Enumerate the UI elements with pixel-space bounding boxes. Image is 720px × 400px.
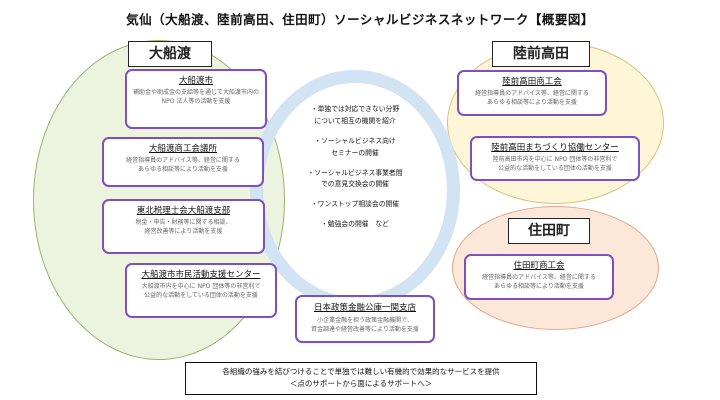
org-description-line: 経営改善等により活動を支援 — [144, 228, 223, 236]
summary-box: 各組織の強みを結びつけることで単独では難しい有機的で効果的なサービスを提供 ＜点… — [185, 362, 537, 395]
org-description: 経営指導員のアドバイス等、経営に関する あらゆる相談等により活動を支援 — [470, 273, 608, 292]
summary-line: 各組織の強みを結びつけることで単独では難しい有機的で効果的なサービスを提供 — [222, 367, 500, 376]
sumita-area-label: 住田町 — [508, 218, 590, 244]
org-card-ofunato-cci: 大船渡商工会議所 経営指導員のアドバイス等、経営に関する あらゆる相談等により活… — [102, 137, 264, 187]
org-description: 大船渡市内を中心に NPO 団体等の非営利で 公益的な活動をしている団体の活動を… — [131, 282, 271, 301]
activity-line: ・ワンストップ相談会の開催 — [310, 200, 400, 209]
activity-line: について相互の機関を紹介 — [314, 116, 396, 125]
diagram-title: 気仙（大船渡、陸前高田、住田町）ソーシャルビジネスネットワーク【概要図】 — [126, 12, 594, 27]
org-card-sumita-cci: 住田町商工会 経営指導員のアドバイス等、経営に関する あらゆる相談等により活動を… — [464, 254, 614, 300]
org-name: 陸前高田商工会 — [502, 77, 562, 87]
org-description-line: 陸前高田市内を中心に NPO 団体等の非営利で — [492, 156, 618, 163]
org-description-line: 補助金や助成金の支給等を通じて大船渡市内の — [132, 89, 259, 96]
org-card-ofunato-civic-center: 大船渡市市民活動支援センター 大船渡市内を中心に NPO 団体等の非営利で 公益… — [125, 263, 277, 318]
org-description-line: 税金・申告・財務等に関する相談、 — [135, 219, 232, 226]
org-card-rikuzentakata-machizukuri: 陸前高田まちづくり協働センター 陸前高田市内を中心に NPO 団体等の非営利で … — [470, 136, 640, 181]
org-name: 大船渡市 — [178, 76, 213, 86]
org-description-line: あらゆる相談等により活動を支援 — [494, 283, 584, 291]
org-description-line: 公益的な活動をしている団体の活動を支援 — [498, 165, 612, 173]
activity-item: ・単独では対応できない分野 について相互の機関を紹介 — [300, 104, 410, 128]
activity-item: ・ソーシャルビジネス向け セミナーの開催 — [300, 136, 410, 160]
activity-item: ・ワンストップ相談会の開催 — [300, 199, 410, 211]
org-name: 日本政策金融公庫一関支店 — [313, 303, 416, 313]
org-description: 経営指導員のアドバイス等、経営に関する あらゆる相談等により活動を支援 — [108, 156, 258, 175]
network-activities-list: ・単独では対応できない分野 について相互の機関を紹介 ・ソーシャルビジネス向け … — [300, 104, 410, 239]
activity-line: ・ソーシャルビジネス向け — [314, 136, 396, 145]
org-card-rikuzentakata-cci: 陸前高田商工会 経営指導員のアドバイス等、経営に関する あらゆる相談等により活動… — [457, 70, 607, 116]
activity-item: ・勉強会の開催 など — [300, 219, 410, 231]
org-name: 大船渡市市民活動支援センター — [141, 270, 261, 280]
org-description: 経営指導員のアドバイス等、経営に関する あらゆる相談等により活動を支援 — [463, 89, 601, 108]
activity-line: での意見交換会の開催 — [321, 180, 389, 189]
org-description: 税金・申告・財務等に関する相談、 経営改善等により活動を支援 — [108, 218, 259, 237]
org-card-tohoku-tax: 東北税理士会大船渡支部 税金・申告・財務等に関する相談、 経営改善等により活動を… — [102, 199, 265, 254]
org-description: 小企業金融を担う政策金融機関で、 資金調達や経営改善等により活動を支援 — [301, 316, 429, 335]
activity-item: ・ソーシャルビジネス事業者間 での意見交換会の開催 — [300, 168, 410, 192]
org-description-line: 経営指導員のアドバイス等、経営に関する — [482, 274, 596, 281]
org-description-line: あらゆる相談等により活動を支援 — [487, 99, 577, 107]
activity-line: セミナーの開催 — [331, 148, 379, 157]
org-description-line: 資金調達や経営改善等により活動を支援 — [311, 326, 419, 334]
org-description-line: 大船渡市内を中心に NPO 団体等の非営利で — [141, 283, 261, 290]
rikuzentakata-area-label: 陸前高田 — [492, 41, 590, 67]
org-card-ofunato-city: 大船渡市 補助金や助成金の支給等を通じて大船渡市内の NPO 法人等の活動を支援 — [125, 69, 267, 129]
org-name: 陸前高田まちづくり協働センター — [491, 143, 619, 153]
org-name: 東北税理士会大船渡支部 — [136, 206, 231, 216]
org-description-line: 経営指導員のアドバイス等、経営に関する — [475, 90, 589, 97]
activity-line: ・単独では対応できない分野 — [310, 105, 400, 113]
org-description-line: NPO 法人等の活動を支援 — [161, 98, 231, 106]
org-card-jfc-ichinoseki: 日本政策金融公庫一関支店 小企業金融を担う政策金融機関で、 資金調達や経営改善等… — [295, 295, 435, 343]
summary-line: ＜点のサポートから面によるサポートへ＞ — [289, 379, 433, 388]
activity-line: ・ソーシャルビジネス事業者間 — [307, 168, 403, 177]
org-description-line: 経営指導員のアドバイス等、経営に関する — [126, 157, 240, 164]
org-description: 補助金や助成金の支給等を通じて大船渡市内の NPO 法人等の活動を支援 — [131, 88, 261, 107]
org-name: 大船渡商工会議所 — [148, 144, 217, 154]
org-description-line: 公益的な活動をしている団体の活動を支援 — [144, 292, 258, 300]
org-description: 陸前高田市内を中心に NPO 団体等の非営利で 公益的な活動をしている団体の活動… — [476, 155, 634, 174]
ofunato-area-label: 大船渡 — [128, 41, 212, 67]
org-description-line: 小企業金融を担う政策金融機関で、 — [317, 317, 413, 324]
org-name: 住田町商工会 — [513, 261, 565, 271]
org-description-line: あらゆる相談等により活動を支援 — [138, 166, 228, 174]
activity-line: ・勉強会の開催 など — [321, 220, 389, 229]
